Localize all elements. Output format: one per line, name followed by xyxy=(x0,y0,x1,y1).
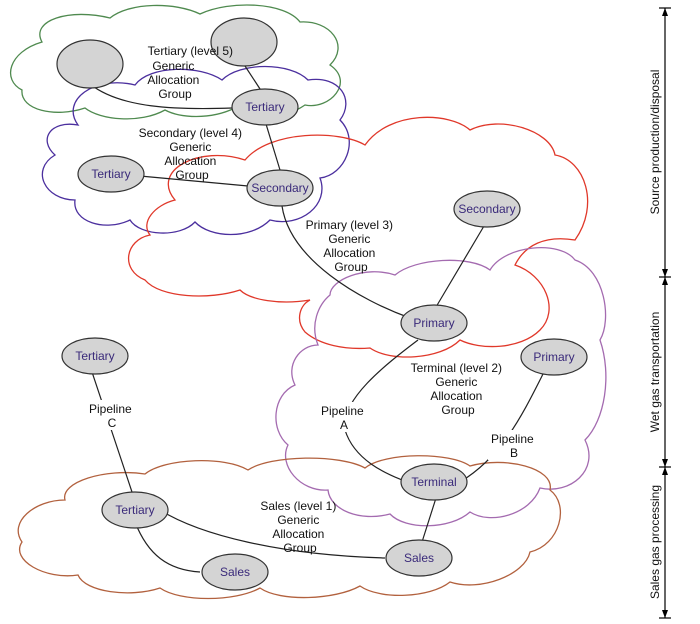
node-sales-right: Sales xyxy=(385,539,453,577)
svg-text:Primary: Primary xyxy=(413,316,454,330)
svg-text:Tertiary: Tertiary xyxy=(91,167,130,181)
svg-text:Secondary: Secondary xyxy=(458,202,515,216)
node-tertiary-level5: Tertiary xyxy=(231,88,299,126)
svg-text:Tertiary: Tertiary xyxy=(115,503,154,517)
pipeline-b-label-bg xyxy=(488,430,540,460)
node-blank-top-right xyxy=(210,17,278,67)
cloud-level2-terminal xyxy=(275,247,607,527)
stage-label-sales-gas: Sales gas processing xyxy=(648,485,662,599)
arrow-down-1 xyxy=(662,269,668,277)
node-primary-level2: Primary xyxy=(520,338,588,376)
edge-top1-tertiary xyxy=(89,83,233,110)
svg-text:Secondary: Secondary xyxy=(251,181,308,195)
group-label-secondary-level4: Secondary (level 4) Generic Allocation G… xyxy=(139,126,246,182)
stage-label-source: Source production/disposal xyxy=(648,70,662,215)
edge-tertiary-salesleft xyxy=(134,521,201,573)
node-tertiary-level4: Tertiary xyxy=(77,155,145,193)
node-tertiary-pipeline: Tertiary xyxy=(61,337,129,375)
group-label-terminal-level2: Terminal (level 2) Generic Allocation Gr… xyxy=(411,361,506,417)
node-primary-level3: Primary xyxy=(400,304,468,342)
cloud-level5-tertiary xyxy=(9,4,341,120)
svg-text:Sales: Sales xyxy=(404,551,434,565)
arrow-up-2 xyxy=(662,277,668,285)
arrow-down-3 xyxy=(662,610,668,618)
svg-text:Tertiary: Tertiary xyxy=(245,100,284,114)
pipeline-a-label: Pipeline A xyxy=(321,404,367,432)
stage-label-wet-gas: Wet gas transportation xyxy=(648,312,662,433)
arrow-down-2 xyxy=(662,459,668,467)
edge-top2-tertiary xyxy=(244,65,263,93)
group-label-primary-level3: Primary (level 3) Generic Allocation Gro… xyxy=(306,218,397,274)
edge-secondary-primary xyxy=(281,205,411,319)
arrow-up-1 xyxy=(662,8,668,16)
node-terminal-level2: Terminal xyxy=(400,463,468,501)
pipeline-a-label-bg xyxy=(318,402,370,432)
node-secondary-level4: Secondary xyxy=(246,169,314,207)
node-blank-top-left xyxy=(56,39,124,89)
cloud-level3-primary xyxy=(128,116,589,358)
node-secondary-level3: Secondary xyxy=(453,190,521,228)
cloud-level1-sales xyxy=(17,455,561,600)
edge-tertiary-tertiary-pipeline-c xyxy=(91,371,133,493)
svg-text:Primary: Primary xyxy=(533,350,574,364)
cloud-level4-secondary xyxy=(41,65,350,236)
pipeline-c-label: Pipeline C xyxy=(89,402,135,430)
edge-secondaryright-primary xyxy=(435,225,485,308)
svg-text:Tertiary: Tertiary xyxy=(75,349,114,363)
svg-text:Terminal: Terminal xyxy=(411,475,456,489)
node-tertiary-level1: Tertiary xyxy=(101,491,169,529)
group-label-tertiary-level5: Tertiary (level 5) Generic Allocation Gr… xyxy=(147,44,236,101)
edge-tertiary-salesright xyxy=(159,509,386,559)
svg-text:Sales: Sales xyxy=(220,565,250,579)
edge-tertiary-secondary xyxy=(265,123,281,171)
pipeline-c-label-bg xyxy=(86,400,138,430)
edge-terminal-sales xyxy=(421,497,437,543)
edge-tertiaryleft-secondary xyxy=(139,175,249,187)
group-label-sales-level1: Sales (level 1) Generic Allocation Group xyxy=(260,499,339,555)
node-sales-left: Sales xyxy=(201,553,269,591)
arrow-up-3 xyxy=(662,467,668,475)
pipeline-b-label: Pipeline B xyxy=(491,432,537,460)
